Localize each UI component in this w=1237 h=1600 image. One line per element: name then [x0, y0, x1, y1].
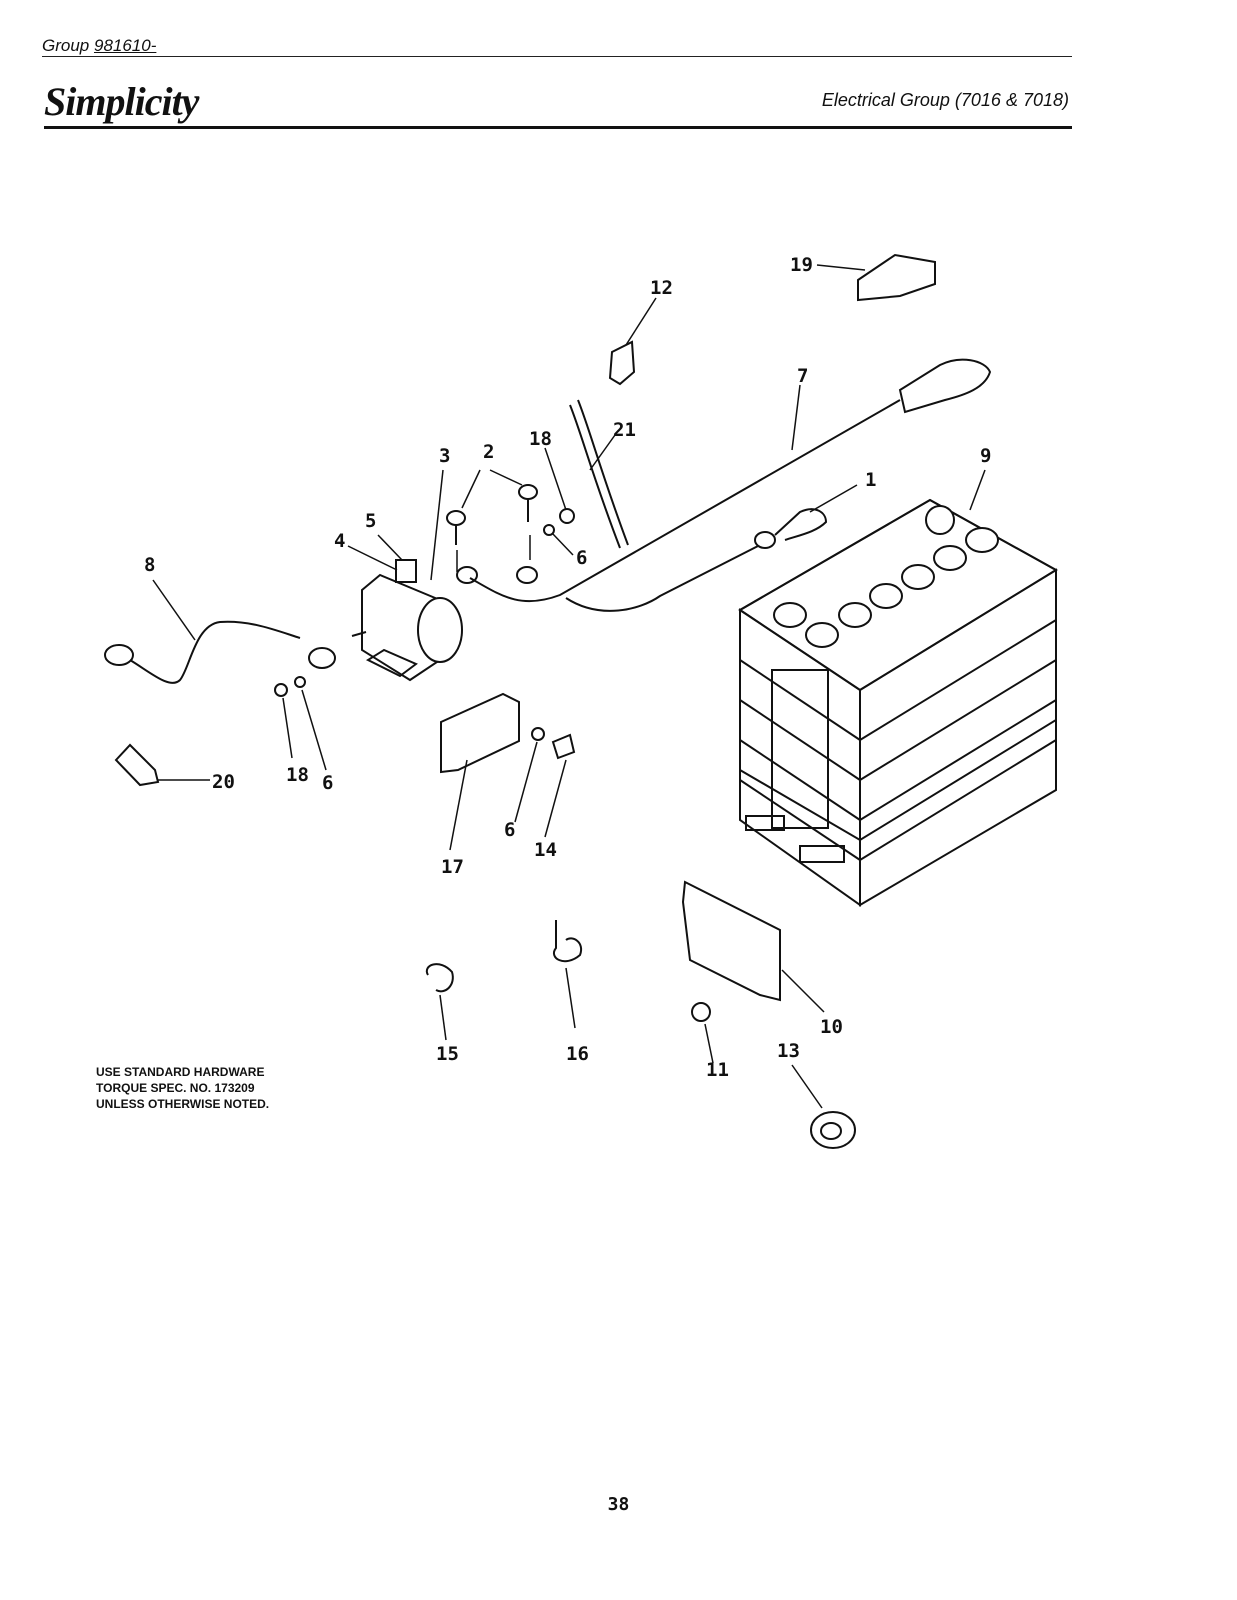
bracket-12-part	[608, 340, 636, 386]
boot-20-part	[114, 743, 160, 787]
note-line-1: USE STANDARD HARDWARE	[96, 1065, 265, 1079]
callout-4: 4	[334, 530, 345, 552]
ring-terminal-part	[516, 566, 538, 584]
grommet-13-part	[810, 1111, 856, 1149]
cable-8-part	[104, 620, 336, 684]
washers-and-nuts	[274, 508, 711, 1022]
note-line-3: UNLESS OTHERWISE NOTED.	[96, 1097, 270, 1111]
note-line-2: TORQUE SPEC. NO. 173209	[96, 1081, 255, 1095]
group-label: Group 981610-	[42, 36, 156, 56]
callout-18: 18	[529, 428, 552, 450]
callout-14: 14	[534, 839, 557, 861]
bracket-10-part	[681, 880, 781, 1002]
callout-21: 21	[613, 419, 636, 441]
strap-part	[569, 399, 629, 549]
callout-12: 12	[650, 277, 673, 299]
callout-2: 2	[483, 441, 494, 463]
brand-logo: Simplicity	[44, 79, 199, 124]
hardware-note: USE STANDARD HARDWARE TORQUE SPEC. NO. 1…	[96, 1064, 269, 1112]
callout-15: 15	[436, 1043, 459, 1065]
clamp-15-part	[425, 963, 454, 993]
page-number: 38	[607, 1494, 630, 1515]
callout-6: 6	[576, 547, 587, 569]
callout-9: 9	[980, 445, 991, 467]
battery-caps	[773, 505, 999, 648]
callout-5: 5	[365, 510, 376, 532]
callout-3: 3	[439, 445, 450, 467]
callout-7: 7	[797, 365, 808, 387]
clamp-16-part	[553, 920, 583, 963]
group-number: 981610-	[93, 36, 157, 55]
callout-13: 13	[777, 1040, 800, 1062]
callout-16: 16	[566, 1043, 589, 1065]
bolts-2-part	[446, 484, 538, 545]
callout-labels: 1 2 3 4 5 6 7 8 9 10 11 12 13 14 15 16 1…	[144, 254, 991, 1081]
callout-19: 19	[790, 254, 813, 276]
callout-17: 17	[441, 856, 464, 878]
terminal-cover-19-part	[857, 253, 936, 302]
plate-17-part	[440, 692, 520, 774]
leader-lines	[152, 264, 986, 1109]
callout-1: 1	[865, 469, 876, 491]
battery-part	[738, 498, 1058, 907]
callout-8: 8	[144, 554, 155, 576]
callout-6: 6	[504, 819, 515, 841]
callout-10: 10	[820, 1016, 843, 1038]
section-title: Electrical Group (7016 & 7018)	[821, 90, 1069, 110]
callout-18: 18	[286, 764, 309, 786]
group-prefix: Group	[42, 36, 90, 55]
solenoid-part	[351, 559, 463, 682]
callout-20: 20	[212, 771, 235, 793]
callout-11: 11	[706, 1059, 729, 1081]
exploded-parts-diagram: 1 2 3 4 5 6 7 8 9 10 11 12 13 14 15 16 1…	[104, 253, 1058, 1149]
cable-7-part	[469, 358, 992, 603]
ring-terminal-part	[456, 566, 478, 584]
header-rule	[42, 56, 1072, 57]
bolt-14-part	[551, 733, 576, 760]
callout-6: 6	[322, 772, 333, 794]
header-heavy-rule	[44, 126, 1072, 129]
cable-1-part	[565, 508, 828, 612]
